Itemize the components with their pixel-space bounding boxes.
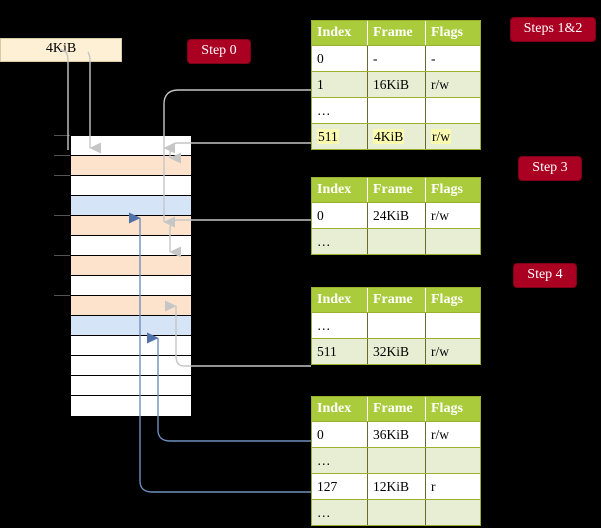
column-header-index: Index (312, 397, 368, 421)
memory-frame-row (71, 376, 191, 396)
table-cell-flags: - (431, 51, 436, 66)
step-badge-3: Step 4 (514, 264, 576, 287)
table-cell-frame (368, 98, 426, 123)
memory-tick (54, 255, 70, 256)
column-header-index: Index (312, 288, 368, 312)
table-cell-index: 0 (312, 203, 368, 228)
table-cell-index: 0 (312, 422, 368, 447)
column-header-index: Index (312, 178, 368, 202)
memory-frame-row (71, 216, 191, 236)
table-cell-frame (368, 229, 426, 254)
wire-step3 (169, 219, 311, 258)
memory-frame-row (71, 136, 191, 156)
table-cell-index: 511 (312, 124, 368, 149)
table-row[interactable]: 0-- (312, 45, 480, 71)
table-cell-frame: 32KiB (368, 339, 426, 364)
table-cell-index: … (312, 313, 368, 338)
memory-frame-row (71, 276, 191, 296)
step-badge-0: Step 0 (188, 40, 250, 63)
table-cell-index: 511 (312, 339, 368, 364)
memory-frame-row (71, 296, 191, 316)
table-row[interactable]: … (312, 228, 480, 254)
column-header-index: Index (312, 21, 368, 45)
column-header-flags: Flags (431, 25, 463, 40)
table-cell-frame (368, 448, 426, 473)
memory-tick (54, 135, 70, 136)
column-header-flags: Flags (431, 182, 463, 197)
memory-frame-row (71, 156, 191, 176)
memory-frame-row (71, 396, 191, 416)
memory-tick (54, 175, 70, 176)
memory-frame-row (71, 256, 191, 276)
table-cell-frame (368, 313, 426, 338)
table-cell-index: 1 (312, 72, 368, 97)
memory-frame-row (71, 196, 191, 216)
memory-tick (54, 215, 70, 216)
table-cell-index: 127 (312, 474, 368, 499)
memory-tick (54, 155, 70, 156)
table-cell-index: … (312, 448, 368, 473)
table-cell-index: … (312, 98, 368, 123)
table-cell-index: 0 (312, 46, 368, 71)
table-cell-flags: r/w (431, 129, 451, 144)
table-row[interactable]: … (312, 499, 480, 525)
table-cell-flags: r/w (431, 427, 449, 442)
table-cell-frame: 12KiB (368, 474, 426, 499)
table-cell-index: … (312, 229, 368, 254)
step-badge-1: Steps 1&2 (511, 18, 595, 41)
memory-frame-row (71, 336, 191, 356)
table-cell-flags: r (431, 479, 436, 494)
step-badge-2: Step 3 (519, 157, 581, 180)
table-cell-flags (426, 313, 480, 338)
memory-frame-row (71, 356, 191, 376)
table-cell-flags: r/w (431, 208, 449, 223)
table-cell-frame: - (368, 46, 426, 71)
physical-memory-column (70, 135, 191, 416)
memory-frame-row (71, 176, 191, 196)
table-cell-frame (368, 500, 426, 525)
table-cell-frame: 16KiB (368, 72, 426, 97)
table-row[interactable]: … (312, 447, 480, 473)
table-cell-index: … (312, 500, 368, 525)
table-row[interactable]: … (312, 97, 480, 123)
frame-size-label: 4KiB (45, 41, 77, 56)
wire-table0-511 (169, 142, 311, 164)
table-cell-flags (426, 98, 480, 123)
memory-frame-row (71, 316, 191, 336)
table-cell-flags (426, 229, 480, 254)
table-cell-flags: r/w (431, 344, 449, 359)
table-cell-flags (426, 448, 480, 473)
memory-frame-row (71, 236, 191, 256)
table-cell-frame: 4KiB (368, 124, 426, 149)
column-header-frame: Frame (368, 178, 426, 202)
table-cell-frame: 24KiB (368, 203, 426, 228)
table-cell-frame: 36KiB (368, 422, 426, 447)
column-header-frame: Frame (368, 21, 426, 45)
column-header-frame: Frame (368, 288, 426, 312)
table-row[interactable]: … (312, 312, 480, 338)
table-cell-flags (426, 500, 480, 525)
table-cell-flags: r/w (431, 77, 449, 92)
memory-tick (54, 295, 70, 296)
column-header-flags: Flags (431, 401, 463, 416)
column-header-frame: Frame (368, 397, 426, 421)
frame-size-box: 4KiB (0, 38, 122, 62)
wire-step4 (164, 300, 311, 367)
column-header-flags: Flags (431, 292, 463, 307)
